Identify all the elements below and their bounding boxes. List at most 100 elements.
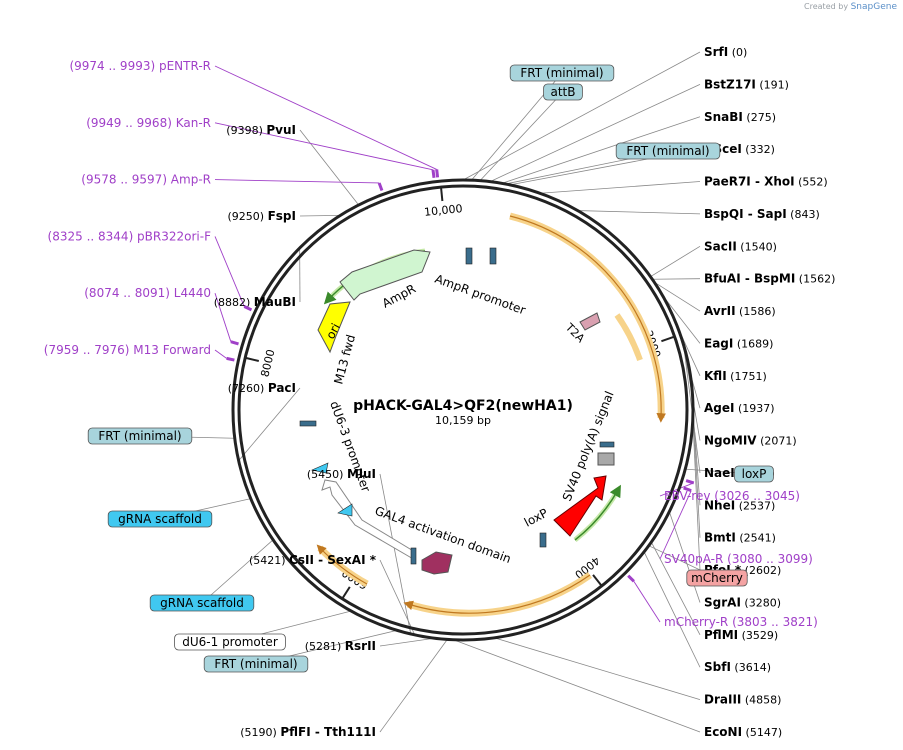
primer-mark: [685, 479, 695, 485]
enzyme-leader: [577, 210, 701, 215]
primer-mark: [377, 182, 384, 192]
enzyme-leader: [238, 387, 301, 461]
enzyme-leader: [462, 51, 701, 181]
plasmid-length: 10,159 bp: [435, 414, 491, 427]
frt-tick-3: [299, 420, 317, 427]
backbone-inner: [237, 184, 689, 636]
enzyme-leader: [643, 551, 701, 668]
enzyme-label: PflMI (3529): [704, 628, 778, 642]
feature-tag: [107, 510, 213, 528]
backbone-outer: [231, 178, 695, 642]
enzyme-leader: [650, 541, 701, 636]
feature-tag-label: gRNA scaffold: [160, 596, 244, 610]
primer-leader: [214, 122, 434, 171]
feature-tag-label: FRT (minimal): [520, 66, 603, 80]
feature-tag: [87, 427, 193, 445]
primer-leader: [659, 482, 694, 497]
feature-tag: [149, 594, 255, 612]
ruler-tick: [592, 574, 603, 587]
enzyme-label: SacII (1540): [704, 239, 777, 253]
primer-mark: [683, 486, 692, 493]
feature-tag: [543, 83, 583, 101]
enzyme-label: NgoMIV (2071): [704, 434, 797, 448]
enzyme-label: AvrII (1586): [704, 304, 776, 318]
feature-tag: [734, 465, 774, 483]
feature-tag-label: attB: [551, 85, 576, 99]
primer-mark: [435, 169, 440, 178]
enzyme-leader: [489, 84, 701, 182]
enzyme-leader: [453, 639, 701, 733]
enzyme-leader: [299, 215, 341, 217]
enzyme-label: (8882) MauBI: [214, 295, 296, 309]
ori-feature: [317, 301, 351, 354]
enzyme-label: SrfI (0): [704, 45, 747, 59]
enzyme-label: (5190) PflFI - Tth111I: [240, 725, 376, 739]
primer-mark: [226, 356, 235, 362]
ruler-tick: [341, 586, 351, 600]
feature-tag-label: dU6-1 promoter: [182, 635, 278, 649]
primer-leader: [214, 65, 437, 170]
loxp-tick-2: [539, 532, 547, 548]
ruler-tick-label: 8000: [258, 348, 277, 378]
gray-box-feature: [597, 452, 615, 466]
enzyme-leader: [692, 410, 701, 538]
ruler-tick: [440, 186, 444, 202]
enzyme-leader: [692, 418, 701, 571]
primer-label: SV40pA-R (3080 .. 3099): [664, 552, 813, 566]
enzyme-leader: [379, 639, 448, 733]
enzyme-label: NheI (2537): [704, 498, 775, 512]
enzyme-label: AgeI (1937): [704, 401, 775, 415]
primer-leader: [214, 293, 232, 342]
ruler-tick-label: 10,000: [424, 202, 464, 219]
t2a-feature: [579, 312, 601, 331]
feature-tag-leader: [201, 539, 274, 604]
enzyme-label: KflI (1751): [704, 369, 767, 383]
feature-tag: [203, 655, 309, 673]
loxp-tick-1: [599, 441, 615, 448]
primer-mark: [243, 305, 253, 312]
enzyme-leader: [501, 116, 701, 184]
primer-label: (9974 .. 9993) pENTR-R: [69, 59, 211, 73]
enzyme-leader: [661, 294, 701, 344]
feature-tag-label: mCherry: [691, 571, 743, 585]
orf-arc-4-line: [316, 544, 368, 585]
primer-labels: (9974 .. 9993) pENTR-R (9949 .. 9968) Kan…: [44, 59, 818, 629]
ruler-tick: [661, 335, 675, 343]
primer-leader: [214, 236, 245, 307]
grna-scaffold-1-feature: [311, 462, 329, 474]
frt-tick-4: [410, 547, 417, 565]
feature-tag-label: loxP: [742, 467, 767, 481]
primer-leader: [214, 349, 227, 359]
frt-tick-1: [465, 247, 473, 265]
orf-arc-1-line: [509, 215, 666, 423]
orf-arc-3-line: [403, 574, 591, 614]
primer-label: (9578 .. 9597) Amp-R: [81, 173, 211, 187]
watermark-brand: SnapGene: [850, 2, 897, 12]
ampr-promoter-label: AmpR promoter: [433, 272, 527, 318]
primer-leader: [659, 490, 692, 560]
feature-tag-label: FRT (minimal): [626, 144, 709, 158]
enzyme-leader: [539, 181, 701, 194]
feature-tag: [509, 64, 615, 82]
primer-leader: [633, 581, 661, 623]
feature-tag-label: gRNA scaffold: [118, 512, 202, 526]
enzyme-leader: [494, 637, 701, 701]
enzyme-label: (5421) CsII - SexAI *: [249, 553, 377, 567]
enzyme-leader: [653, 281, 701, 312]
primer-label: (9949 .. 9968) Kan-R: [86, 116, 211, 130]
primer-label: EBV-rev (3026 .. 3045): [664, 489, 800, 503]
enzyme-leader: [299, 129, 360, 206]
primer-label: (8325 .. 8344) pBR322ori-F: [48, 229, 212, 243]
primer-label: (7959 .. 7976) M13 Forward: [44, 343, 211, 357]
enzyme-label: PaeR7I - XhoI (552): [704, 175, 828, 189]
primer-label: (8074 .. 8091) L4440: [84, 286, 211, 300]
primer-mark: [230, 340, 239, 346]
orf-arc-2: [614, 313, 643, 362]
enzyme-label: (9398) PvuI: [226, 123, 296, 137]
feature-tag-label: FRT (minimal): [214, 657, 297, 671]
enzyme-label: (5450) MluI: [307, 467, 376, 481]
enzyme-label: BmtI (2541): [704, 531, 776, 545]
enzyme-label: (5281) RsrII: [305, 639, 376, 653]
enzyme-leader: [379, 637, 435, 647]
